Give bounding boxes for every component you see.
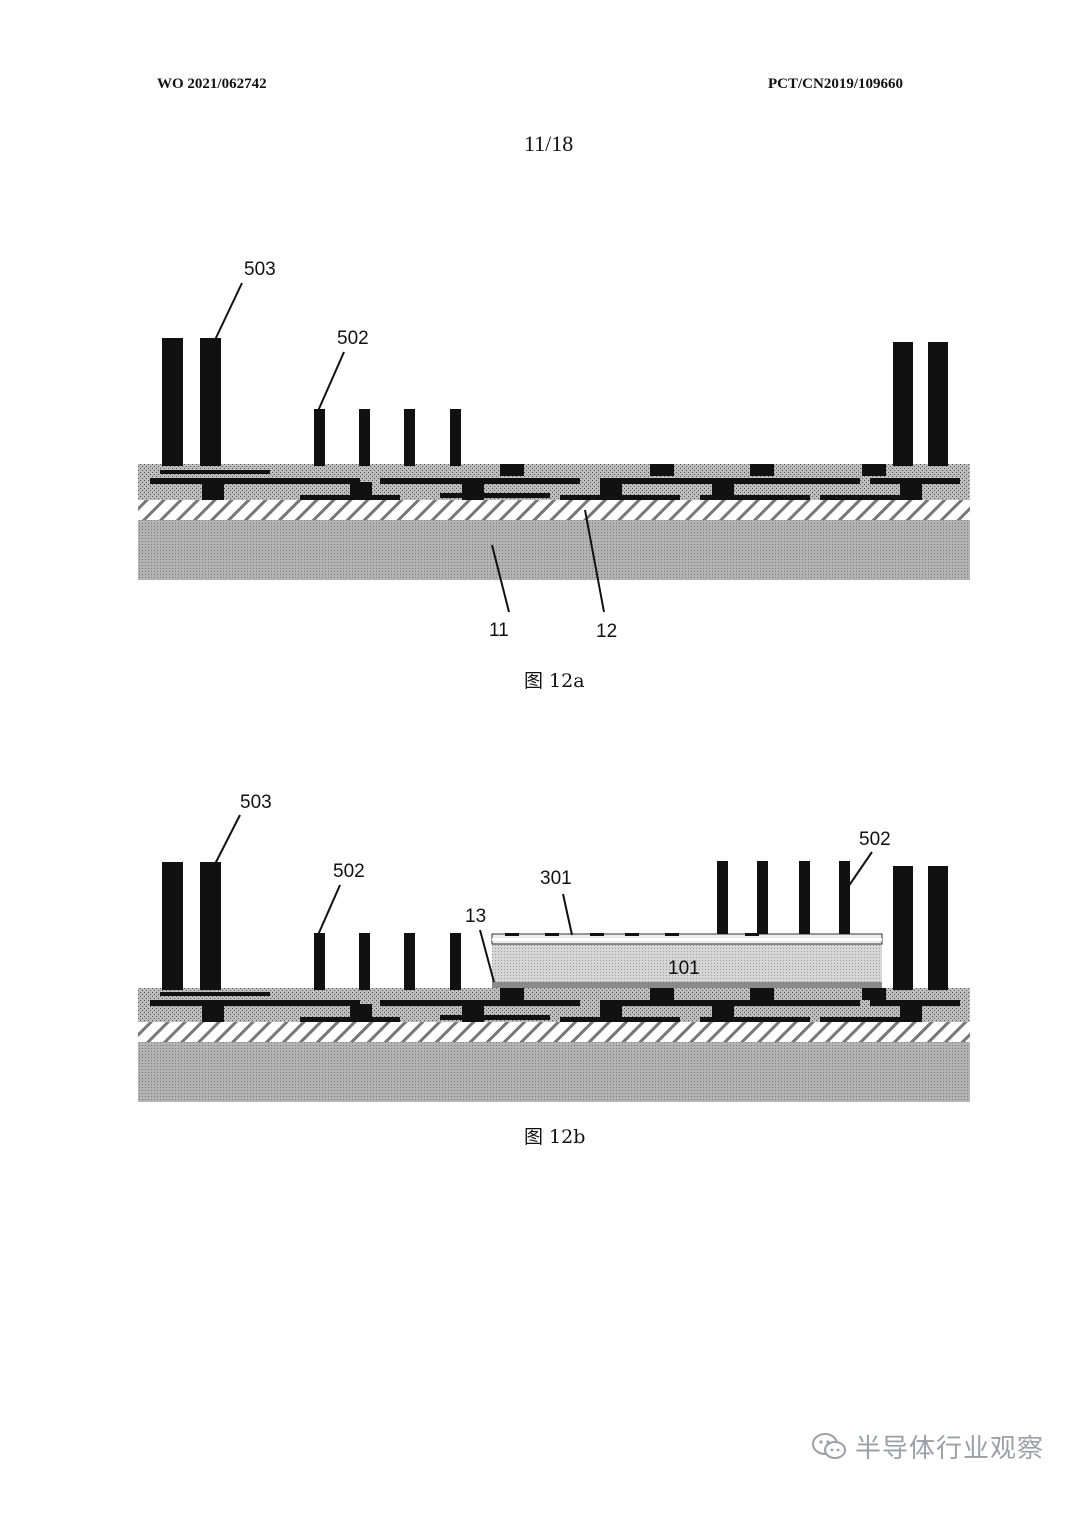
pillar-502 bbox=[799, 861, 810, 934]
label-502: 502 bbox=[859, 829, 891, 850]
pillar-503 bbox=[928, 866, 948, 990]
page-number: 11/18 bbox=[524, 131, 574, 156]
label-101: 101 bbox=[668, 958, 700, 979]
rdl-traces bbox=[150, 464, 960, 500]
pillar-502 bbox=[450, 409, 461, 466]
publication-number: WO 2021/062742 bbox=[157, 76, 267, 92]
leader-lines bbox=[213, 814, 873, 983]
label-13: 13 bbox=[465, 906, 486, 927]
leader-lines bbox=[213, 282, 605, 613]
pillar-502 bbox=[450, 933, 461, 990]
rdl-traces bbox=[150, 988, 960, 1022]
watermark: 半导体行业观察 bbox=[811, 1428, 1044, 1465]
pillar-502 bbox=[404, 933, 415, 990]
layer-12 bbox=[138, 1022, 970, 1042]
label-301: 301 bbox=[540, 868, 572, 889]
figure-caption-12b: 图 12b bbox=[524, 1126, 586, 1148]
substrate-11 bbox=[138, 1042, 970, 1102]
pillar-503 bbox=[200, 862, 221, 990]
pillar-502 bbox=[839, 861, 850, 934]
figure-12a: 503 502 11 12 bbox=[138, 259, 970, 642]
figure-caption-12a: 图 12a bbox=[524, 670, 585, 692]
pillar-502 bbox=[757, 861, 768, 934]
pillar-502 bbox=[717, 861, 728, 934]
adhesive-13 bbox=[492, 981, 882, 988]
pillar-502 bbox=[359, 409, 370, 466]
label-502: 502 bbox=[337, 328, 369, 349]
label-11: 11 bbox=[489, 620, 509, 641]
pillar-502 bbox=[404, 409, 415, 466]
pillar-502 bbox=[359, 933, 370, 990]
pillar-503 bbox=[200, 338, 221, 466]
watermark-text: 半导体行业观察 bbox=[854, 1434, 1044, 1464]
chip-pads bbox=[505, 933, 759, 936]
label-503: 503 bbox=[244, 259, 276, 280]
pillar-503 bbox=[928, 342, 948, 466]
wechat-icon bbox=[811, 1432, 846, 1459]
pillar-503 bbox=[162, 862, 183, 990]
label-12: 12 bbox=[596, 621, 617, 642]
label-503: 503 bbox=[240, 792, 272, 813]
pillar-502 bbox=[314, 409, 325, 466]
pillar-503 bbox=[893, 866, 913, 990]
figure-12b: 503 502 13 301 101 502 bbox=[138, 792, 970, 1102]
layer-12 bbox=[138, 500, 970, 520]
pillar-503 bbox=[893, 342, 913, 466]
pillar-503 bbox=[162, 338, 183, 466]
pillar-502 bbox=[314, 933, 325, 990]
chip-101 bbox=[492, 944, 882, 982]
label-502: 502 bbox=[333, 861, 365, 882]
application-number: PCT/CN2019/109660 bbox=[768, 76, 903, 92]
substrate-11 bbox=[138, 520, 970, 580]
